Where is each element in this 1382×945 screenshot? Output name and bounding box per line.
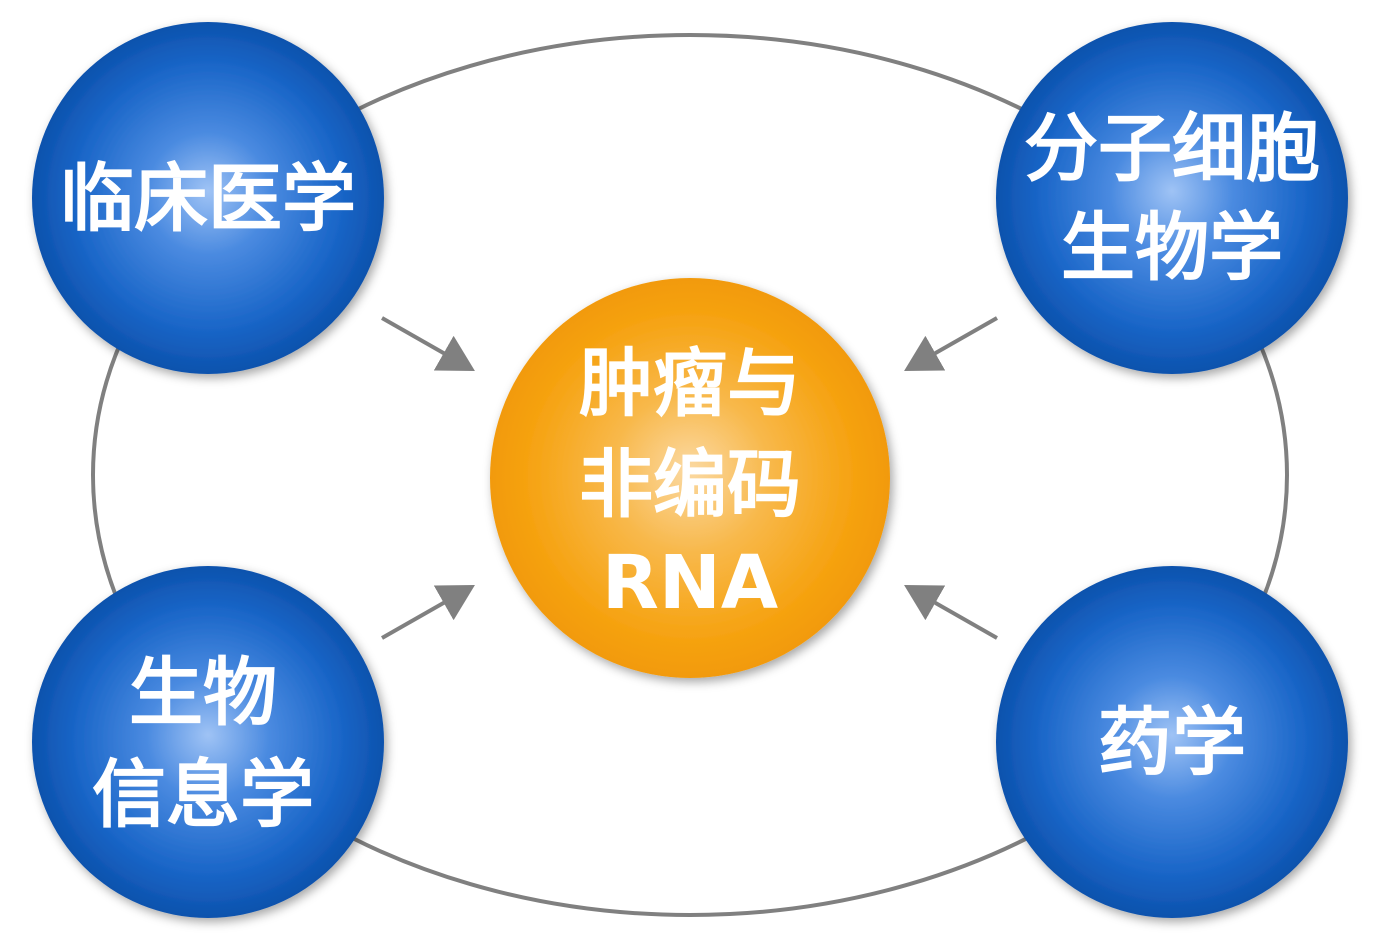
outer-ring (91, 33, 1289, 917)
arrow-bottom-right (904, 585, 998, 640)
node-molecular-cell-biology (996, 22, 1348, 374)
node-pharmacy-label: 药学 (1098, 700, 1246, 786)
node-bioinformatics (32, 566, 384, 918)
node-tumor-ncrna-label-line2: 非编码 (579, 442, 801, 528)
node-pharmacy (996, 566, 1348, 918)
arrow-top-right (904, 316, 998, 371)
node-tumor-ncrna-circle (490, 278, 890, 678)
node-molecular-cell-biology-label-line2: 生物学 (1061, 205, 1283, 291)
node-tumor-ncrna-label-line3: RNA (602, 540, 778, 626)
node-tumor-ncrna (490, 278, 890, 678)
node-tumor-ncrna-label-line1: 肿瘤与 (579, 341, 801, 427)
arrow-top-left (381, 316, 475, 371)
node-clinical-medicine (32, 22, 384, 374)
node-pharmacy-circle (996, 566, 1348, 918)
arrow-bottom-left (381, 585, 475, 640)
node-clinical-medicine-label: 临床医学 (60, 156, 356, 242)
arrows (381, 316, 998, 640)
node-bioinformatics-label-line1: 生物 (129, 650, 277, 736)
node-bioinformatics-circle (32, 566, 384, 918)
node-clinical-medicine-circle (32, 22, 384, 374)
node-molecular-cell-biology-circle (996, 22, 1348, 374)
node-molecular-cell-biology-label-line1: 分子细胞 (1024, 106, 1320, 192)
node-bioinformatics-label-line2: 信息学 (92, 752, 314, 838)
